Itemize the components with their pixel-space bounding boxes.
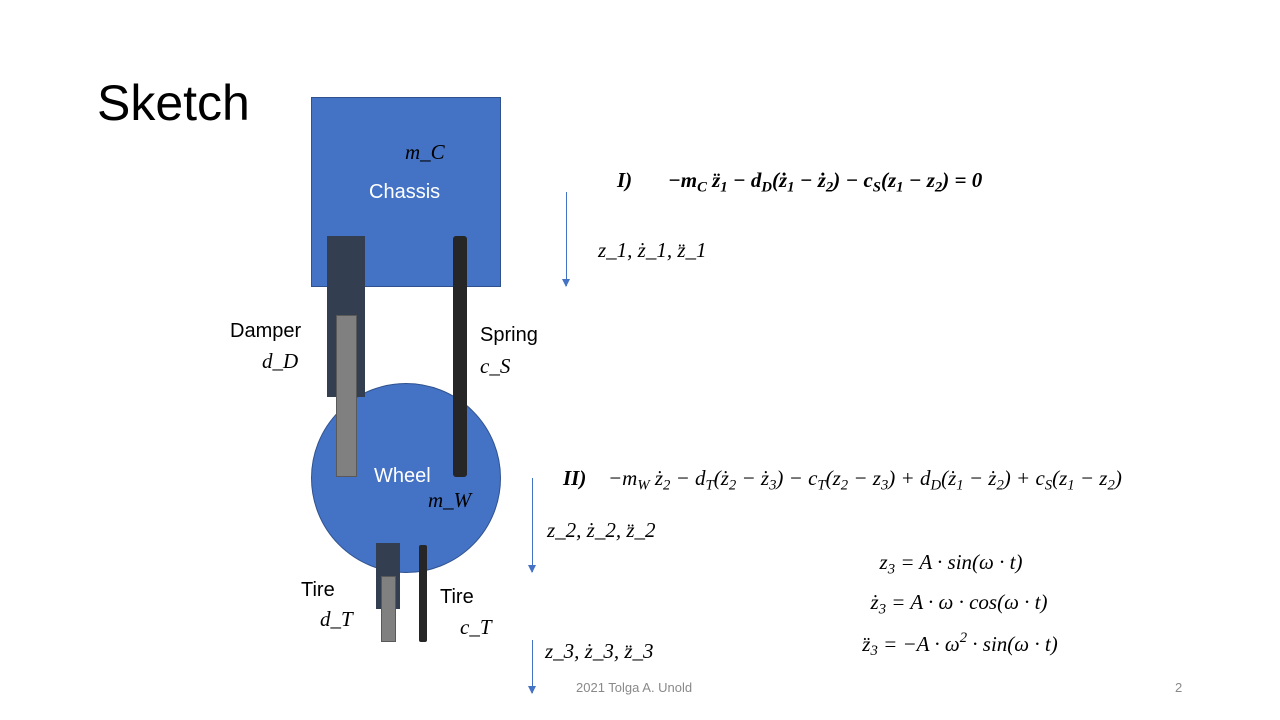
equation-1: −mC z̈1 − dD(ż1 − ż2) − cS(z1 − z2) = 0	[668, 168, 983, 196]
slide-title: Sketch	[97, 75, 250, 131]
equation-z3-dot: ż3 = A · ω · cos(ω · t)	[870, 590, 1048, 618]
tire-damper-piston	[381, 576, 396, 642]
page-number: 2	[1175, 680, 1183, 695]
tire-damper-symbol: d_T	[320, 607, 353, 631]
footer-text: 2021 Tolga A. Unold	[576, 680, 693, 695]
equation-z3: z3 = A · sin(ω · t)	[879, 550, 1023, 578]
damper-label: Damper	[230, 320, 302, 342]
z1-states: z_1, ż_1, z̈_1	[598, 238, 707, 262]
chassis-label: Chassis	[369, 181, 441, 203]
chassis-mass-symbol: m_C	[405, 140, 445, 164]
equation-1-label: I)	[617, 168, 633, 192]
tire-spring-symbol: c_T	[460, 615, 492, 639]
wheel-label: Wheel	[374, 465, 431, 487]
z3-states: z_3, ż_3, z̈_3	[545, 639, 654, 663]
equation-2: −mW ż2 − dT(ż2 − ż3) − cT(z2 − z3) + dD(…	[608, 466, 1122, 494]
z1-arrow	[562, 192, 570, 287]
equation-z3-ddot: z̈3 = −A · ω2 · sin(ω · t)	[862, 630, 1058, 660]
tire-spring-bar	[419, 545, 427, 642]
equation-2-label: II)	[563, 466, 587, 490]
wheel-mass-symbol: m_W	[428, 488, 472, 512]
tire-damper-label: Tire	[301, 579, 335, 601]
tire-spring-label: Tire	[440, 586, 474, 608]
z3-arrow	[528, 640, 536, 694]
z2-arrow	[528, 478, 536, 573]
z2-states: z_2, ż_2, z̈_2	[547, 518, 656, 542]
damper-piston	[336, 315, 357, 477]
damper-symbol: d_D	[262, 349, 299, 373]
spring-bar	[453, 236, 467, 477]
spring-symbol: c_S	[480, 354, 511, 378]
spring-label: Spring	[480, 324, 538, 346]
